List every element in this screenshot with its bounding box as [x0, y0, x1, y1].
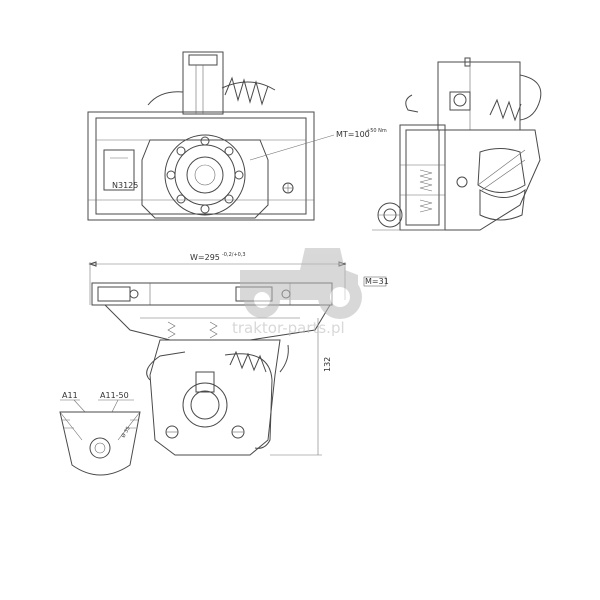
- diameter-label: Ø 35: [120, 425, 132, 439]
- width-dimension: W=295: [190, 253, 220, 262]
- torque-tolerance-label: +50 Nm: [366, 128, 387, 134]
- front-view: MT=100 +50 Nm N3125: [87, 51, 387, 221]
- part-number-label: N3125: [112, 181, 138, 190]
- lever-spring: [146, 344, 289, 449]
- coupling-barrel: [477, 148, 526, 221]
- section-b-label: A11-50: [100, 391, 129, 400]
- bolt-holes: [166, 136, 244, 214]
- tractor-icon: [240, 248, 362, 319]
- section-detail: A11 A11-50 Ø 35: [59, 391, 141, 476]
- hook-body: [149, 339, 281, 456]
- side-view: [372, 57, 542, 231]
- side-dimension: M=31: [365, 277, 389, 286]
- watermark-text: traktor-parts.pl: [232, 319, 345, 337]
- width-tolerance: -0,2/+0,3: [222, 252, 246, 258]
- height-dimension: 132: [323, 357, 332, 372]
- torque-label: MT=100: [336, 130, 370, 139]
- watermark: traktor-parts.pl: [232, 248, 362, 337]
- section-a-label: A11: [62, 391, 78, 400]
- top-spring: [147, 76, 276, 106]
